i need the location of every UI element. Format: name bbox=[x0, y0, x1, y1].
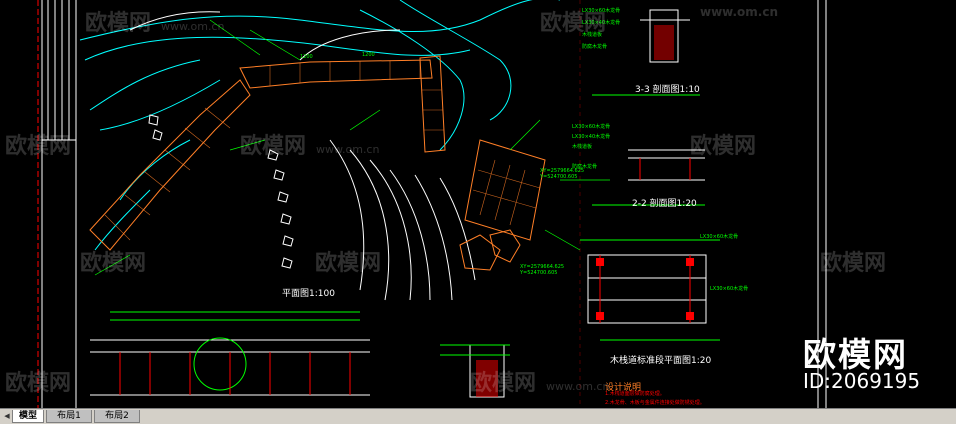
svg-text:LX30×40木龙骨: LX30×40木龙骨 bbox=[572, 133, 610, 140]
svg-text:2.木龙骨、木板与金属件连接处做防锈处理。: 2.木龙骨、木板与金属件连接处做防锈处理。 bbox=[605, 399, 705, 406]
watermark: 欧模网 bbox=[5, 134, 72, 159]
watermark: 欧模网 bbox=[5, 371, 72, 396]
watermark: 欧模网 bbox=[690, 134, 757, 159]
watermark: 欧模网 bbox=[540, 11, 607, 36]
svg-text:XY=2579664.625: XY=2579664.625 bbox=[540, 168, 584, 174]
svg-text:LX30×60木龙骨: LX30×60木龙骨 bbox=[582, 7, 620, 14]
watermark: 欧模网 bbox=[820, 251, 887, 276]
label-section-22: 2-2 剖面图1:20 bbox=[632, 199, 697, 209]
label-plan: 平面图1:100 bbox=[282, 289, 335, 299]
svg-text:1200: 1200 bbox=[300, 54, 313, 60]
cad-drawing-canvas[interactable]: 1200 1200 XY=2579664.625 Y=524700.605 XY=… bbox=[0, 0, 956, 408]
svg-text:防腐木龙骨: 防腐木龙骨 bbox=[572, 163, 597, 170]
svg-text:XY=2579664.625: XY=2579664.625 bbox=[520, 264, 564, 270]
svg-text:Y=524700.605: Y=524700.605 bbox=[519, 270, 557, 276]
svg-text:Y=524700.605: Y=524700.605 bbox=[539, 174, 577, 180]
svg-text:LX30×60木龙骨: LX30×60木龙骨 bbox=[700, 233, 738, 240]
tab-nav-left-icon[interactable]: ◀ bbox=[4, 412, 10, 420]
watermark: 欧模网 bbox=[80, 251, 147, 276]
svg-text:LX30×40木龙骨: LX30×40木龙骨 bbox=[582, 19, 620, 26]
tab-layout-2[interactable]: 布局2 bbox=[94, 410, 140, 423]
svg-text:木栈道板: 木栈道板 bbox=[572, 143, 592, 150]
svg-text:LX30×60木龙骨: LX30×60木龙骨 bbox=[572, 123, 610, 130]
label-platform-plan: 木栈道标准段平面图1:20 bbox=[610, 356, 712, 366]
svg-text:防腐木龙骨: 防腐木龙骨 bbox=[582, 43, 607, 50]
watermark: 欧模网 bbox=[315, 251, 382, 276]
watermark: www.om.cn bbox=[700, 5, 779, 19]
layout-tab-bar: ◀ 模型 布局1 布局2 bbox=[0, 408, 956, 424]
svg-text:LX30×60木龙骨: LX30×60木龙骨 bbox=[710, 285, 748, 292]
label-notes: 设计说明 bbox=[605, 383, 642, 393]
tab-layout-1[interactable]: 布局1 bbox=[46, 410, 92, 423]
label-section-33: 3-3 剖面图1:10 bbox=[635, 85, 700, 95]
brand-id: ID:2069195 bbox=[803, 369, 921, 393]
svg-text:1200: 1200 bbox=[362, 52, 375, 58]
cad-drawing: 1200 1200 XY=2579664.625 Y=524700.605 XY=… bbox=[37, 0, 827, 408]
svg-text:1.木栈道面层做防腐处理。: 1.木栈道面层做防腐处理。 bbox=[605, 390, 665, 397]
svg-text:木栈道板: 木栈道板 bbox=[582, 31, 602, 38]
brand-logo: 欧模网 bbox=[803, 335, 908, 374]
tab-model[interactable]: 模型 bbox=[12, 410, 44, 423]
